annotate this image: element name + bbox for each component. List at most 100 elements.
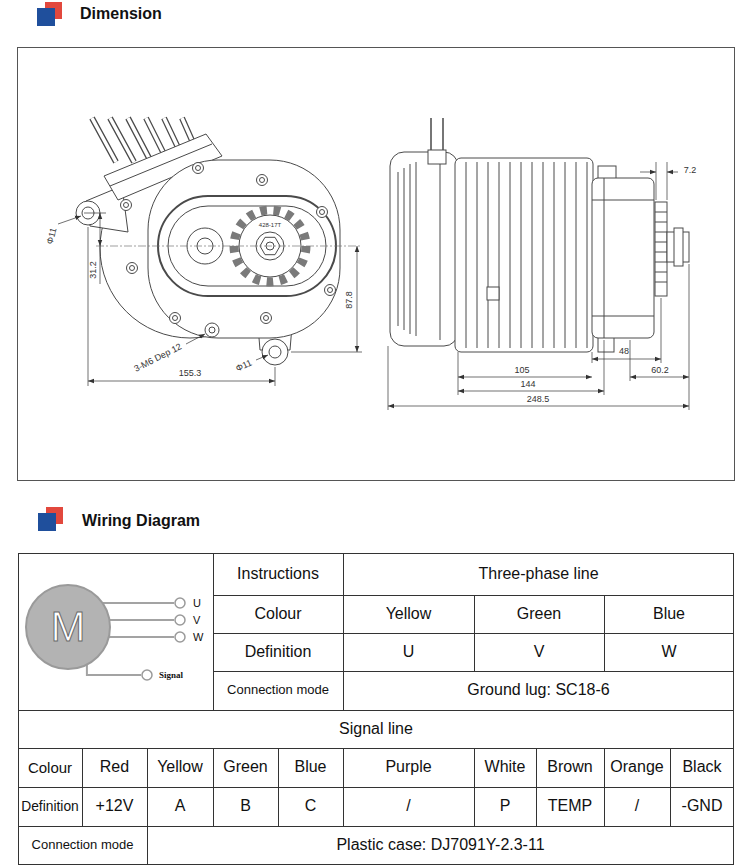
- side-view: [390, 118, 689, 352]
- icon-square-blue: [37, 8, 55, 26]
- extension-line: [656, 162, 667, 200]
- dimension-value: 60.2: [651, 366, 669, 375]
- table-cell: /: [604, 787, 670, 826]
- table-cell: Plastic case: DJ7091Y-2.3-11: [147, 826, 734, 865]
- table-cell: U: [343, 633, 474, 671]
- table-cell: Purple: [343, 748, 474, 787]
- motor-circle-shape: [26, 585, 110, 669]
- extension-line: [88, 227, 275, 386]
- table-cell: Instructions: [213, 553, 343, 595]
- heading-icon: [37, 2, 62, 26]
- dimension-value: 48: [619, 347, 629, 356]
- signal-terminal: Signal: [141, 669, 183, 681]
- side-view-dimensions: [388, 162, 689, 410]
- terminal-circle-shape: [175, 598, 185, 608]
- dimension-value: 144: [520, 380, 535, 389]
- bolt: [261, 313, 272, 324]
- extension-line: [291, 352, 362, 353]
- table-cell: Black: [670, 748, 734, 787]
- dimension-line: [458, 377, 592, 378]
- dimension-value: 31.2: [89, 261, 98, 279]
- dimension-line: [100, 213, 101, 246]
- terminal-circle: [141, 669, 153, 681]
- m6-hole: [205, 323, 219, 337]
- dimension-line: [667, 172, 678, 173]
- table-cell: Brown: [536, 748, 604, 787]
- terminal-label: U: [193, 597, 201, 609]
- icon-square-blue: [38, 513, 56, 531]
- wire-line: [109, 619, 174, 621]
- table-cell: Yellow: [343, 595, 474, 633]
- table-cell: W: [604, 633, 734, 671]
- hole-callout: Φ11: [46, 227, 59, 245]
- gearbox-cover: [148, 160, 340, 338]
- table-cell: +12V: [82, 787, 147, 826]
- table-cell: Ground lug: SC18-6: [343, 671, 734, 710]
- table-cell: Connection mode: [213, 671, 343, 710]
- table-cell: Connection mode: [18, 826, 147, 865]
- hole-callout: 3-M6 Dep 12: [133, 342, 183, 374]
- table-cell: Three-phase line: [343, 553, 734, 595]
- bolt: [121, 200, 132, 211]
- extension-line: [100, 246, 101, 284]
- dimension-value: 155.3: [179, 369, 202, 378]
- table-cell: P: [474, 787, 536, 826]
- table-cell: Colour: [213, 595, 343, 633]
- terminal-circle: [174, 597, 186, 609]
- section-heading: Wiring Diagram: [82, 513, 200, 529]
- cooling-fins: [466, 162, 587, 348]
- front-view-dimensions: [58, 213, 362, 386]
- sprocket-side: [655, 202, 667, 296]
- table-cell: B: [213, 787, 278, 826]
- terminal-circle-shape: [175, 615, 185, 625]
- drawing-frame: [18, 48, 735, 481]
- wire-line: [87, 665, 141, 675]
- table-cell: Red: [82, 748, 147, 787]
- bolt-hole: [320, 210, 325, 215]
- wire-line: [102, 602, 174, 604]
- wire-line: [109, 636, 174, 638]
- leader-line: [186, 334, 205, 344]
- dimension-line: [640, 172, 656, 173]
- section-heading: Dimension: [80, 6, 162, 22]
- table-cell: C: [278, 787, 343, 826]
- table-cell: TEMP: [536, 787, 604, 826]
- bolt-hole: [328, 288, 333, 293]
- table-cell: Yellow: [147, 748, 213, 787]
- m6-hole-core: [209, 327, 215, 333]
- bolt: [317, 207, 328, 218]
- dimension-value: 105: [514, 366, 529, 375]
- mount-lug: [262, 339, 288, 365]
- bolt-hole: [130, 266, 135, 271]
- end-cap-fins: [398, 160, 440, 340]
- table-cell: Definition: [213, 633, 343, 671]
- end-cap: [390, 152, 458, 346]
- shaft-nut: [674, 228, 683, 266]
- name-plate: [487, 287, 499, 300]
- dimension-line: [388, 406, 689, 407]
- table-cell: /: [343, 787, 474, 826]
- dimension-line: [630, 377, 689, 378]
- table-cell: Orange: [604, 748, 670, 787]
- dimension-line: [458, 391, 604, 392]
- table-cell: -GND: [670, 787, 734, 826]
- extension-line: [388, 264, 689, 410]
- gearbox-edges: [592, 178, 654, 338]
- table-cell: Blue: [604, 595, 734, 633]
- dimension-value: 7.2: [684, 166, 697, 175]
- motor-body: [455, 158, 593, 352]
- mount-hole: [269, 346, 281, 358]
- terminal-circle: [174, 614, 186, 626]
- table-cell: A: [147, 787, 213, 826]
- hole-callout: Φ11: [235, 358, 254, 373]
- bolt: [127, 263, 138, 274]
- bolt-hole: [260, 178, 265, 183]
- leader-line: [58, 216, 81, 224]
- leader-line: [256, 355, 268, 360]
- bolt-hole: [264, 316, 269, 321]
- bolt: [325, 285, 336, 296]
- dimension-line: [88, 381, 275, 382]
